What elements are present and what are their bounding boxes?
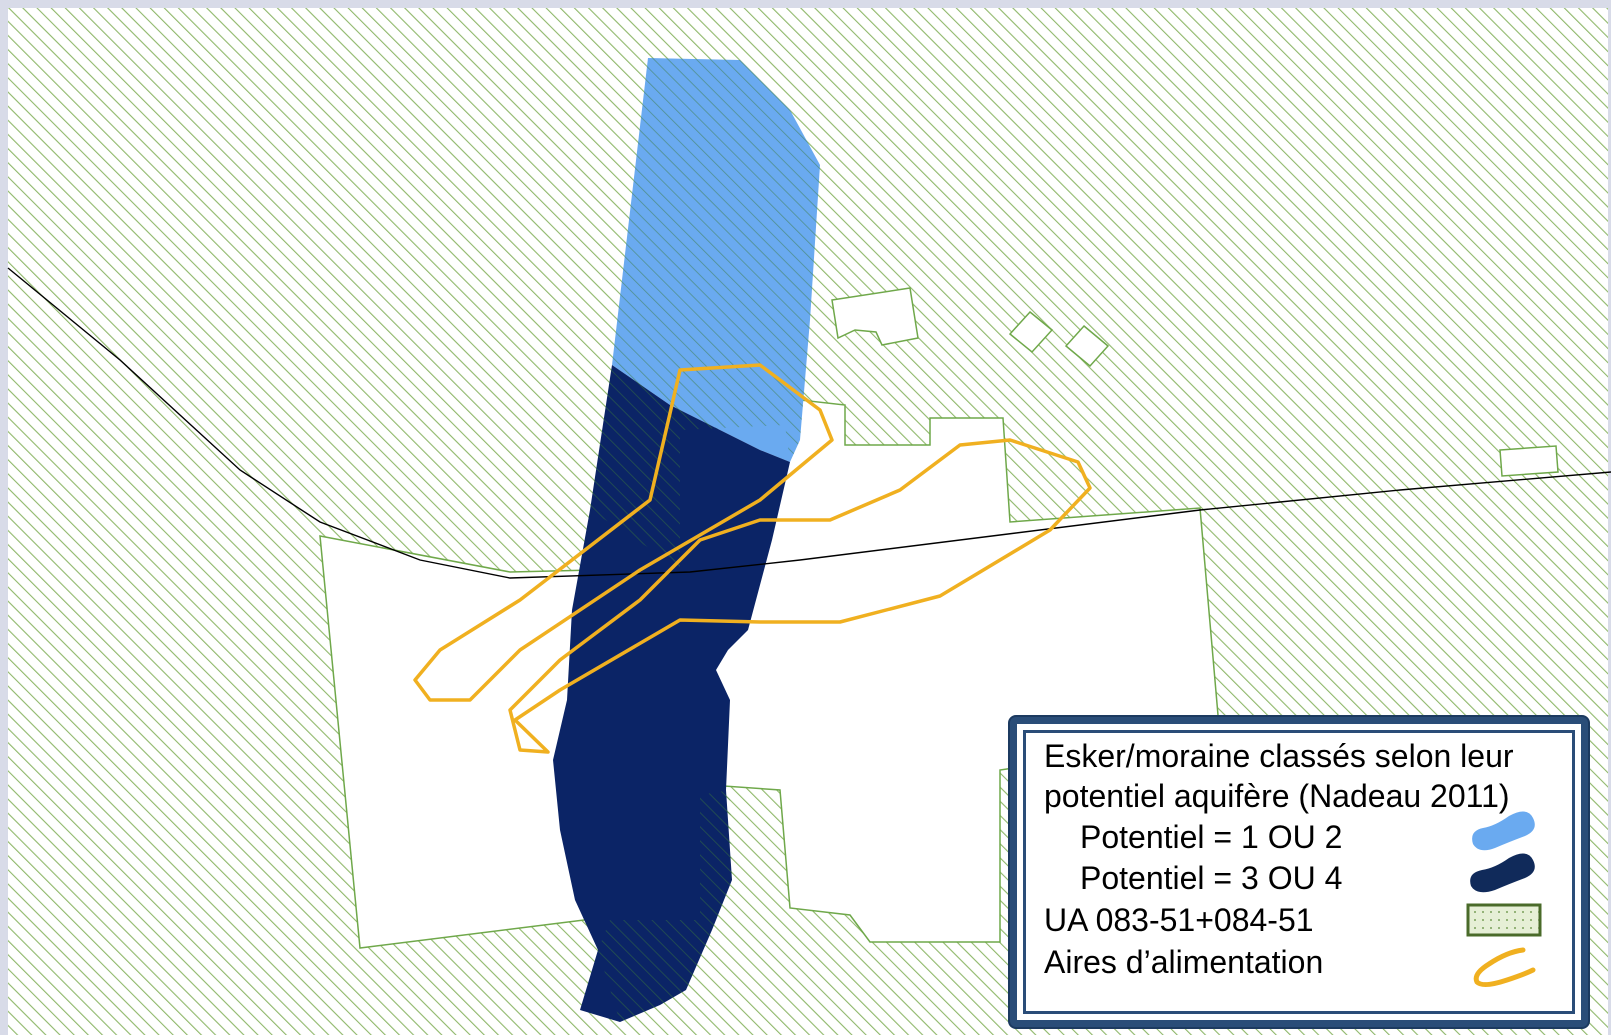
legend-title-line1: Esker/moraine classés selon leur	[1044, 738, 1514, 774]
esker-hatch-overlay-north	[590, 58, 820, 568]
legend-title-line2: potentiel aquifère (Nadeau 2011)	[1044, 778, 1510, 814]
supply-area-2	[508, 438, 1092, 754]
clearing-north-3	[1064, 324, 1110, 368]
road-line	[7, 267, 1611, 579]
clearing-east	[1499, 445, 1559, 477]
legend-item-ua-label: UA 083-51+084-51	[1044, 902, 1314, 938]
dotted-green-rect-icon	[1466, 903, 1542, 937]
clearing-north-1	[831, 287, 919, 346]
map-legend: Esker/moraine classés selon leur potenti…	[1010, 717, 1588, 1027]
legend-item-supply-label: Aires d’alimentation	[1044, 944, 1324, 980]
legend-inner-frame	[1023, 730, 1575, 1014]
esker-hatch-overlay-south	[598, 790, 732, 1022]
legend-item-potential-3-4-label: Potentiel = 3 OU 4	[1080, 860, 1343, 896]
orange-curve-icon	[1473, 947, 1536, 988]
legend-item-potential-1-2-label: Potentiel = 1 OU 2	[1080, 819, 1343, 855]
dark-blue-blob-icon	[1470, 853, 1535, 893]
clearing-north-2	[1008, 310, 1054, 354]
supply-area-1	[413, 363, 834, 702]
light-blue-blob-icon	[1472, 811, 1535, 851]
